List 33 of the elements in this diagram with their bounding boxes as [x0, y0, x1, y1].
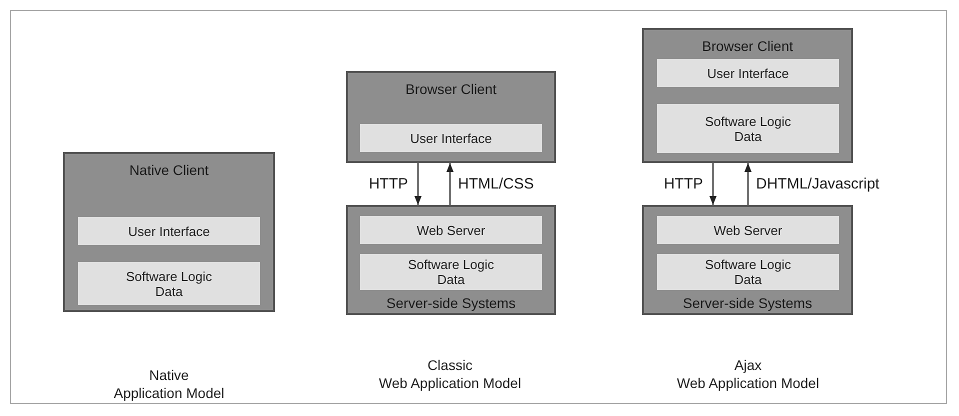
system-box [346, 71, 556, 163]
system-box [642, 205, 853, 315]
arrow [709, 163, 717, 205]
model-caption: Native [149, 367, 189, 383]
layer-box: Software Logic Data [657, 254, 839, 290]
model-caption: Ajax [734, 357, 762, 373]
system-box [346, 205, 556, 315]
system-box [642, 28, 853, 163]
arrow [744, 163, 752, 205]
layer-box: User Interface [360, 124, 542, 152]
model-caption: Application Model [114, 385, 224, 401]
edge-label: DHTML/Javascript [756, 176, 880, 192]
system-box [63, 152, 275, 312]
model-caption: Classic [427, 357, 473, 373]
box-title: Server-side Systems [386, 295, 516, 311]
layer-box: Software Logic Data [78, 262, 260, 305]
layer-box: Software Logic Data [657, 104, 839, 153]
edge-label: HTML/CSS [458, 176, 534, 192]
box-title: Browser Client [702, 38, 794, 54]
model-caption: Web Application Model [676, 375, 820, 391]
layer-box: User Interface [78, 217, 260, 245]
layer-box: Web Server [360, 216, 542, 244]
box-title: Server-side Systems [682, 295, 812, 311]
arrow [446, 163, 454, 205]
arrow [414, 163, 422, 205]
edge-label: HTTP [368, 176, 408, 192]
layer-box: Web Server [657, 216, 839, 244]
box-title: Browser Client [405, 81, 497, 97]
edge-label: HTTP [664, 176, 703, 192]
box-title: Native Client [129, 162, 209, 178]
layer-box: Software Logic Data [360, 254, 542, 290]
model-caption: Web Application Model [378, 375, 522, 391]
layer-box: User Interface [657, 59, 839, 87]
